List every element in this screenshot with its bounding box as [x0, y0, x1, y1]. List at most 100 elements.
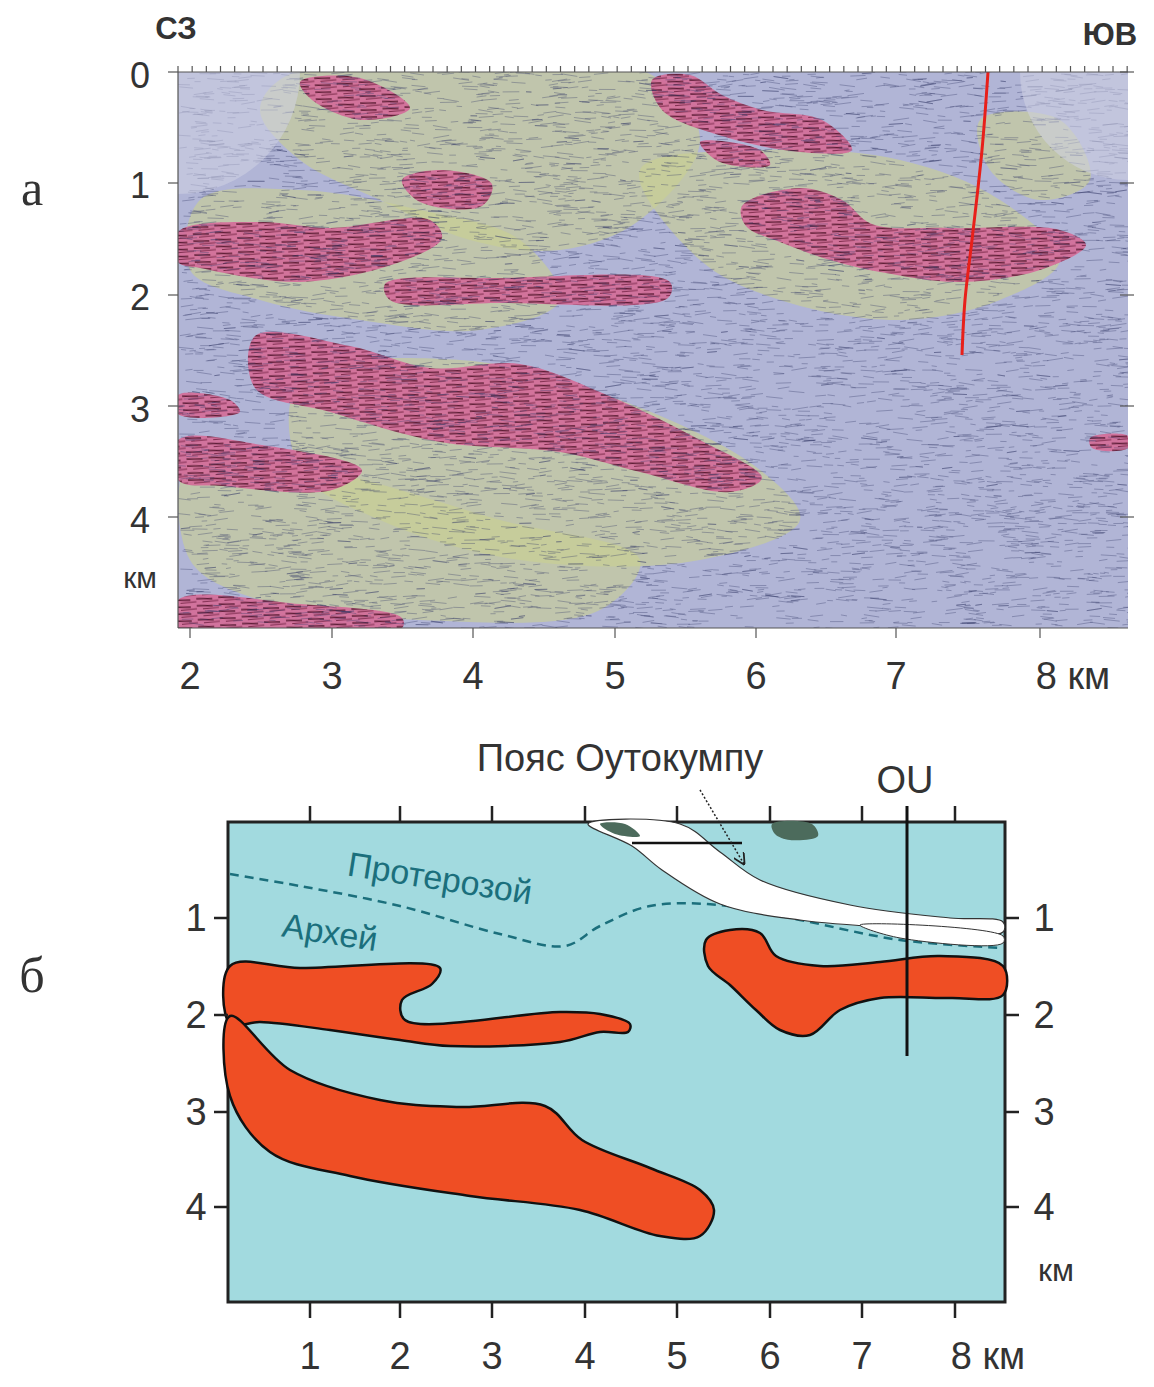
noise-trace [647, 186, 655, 187]
noise-trace [376, 518, 386, 519]
noise-trace [904, 611, 917, 612]
noise-trace [206, 360, 215, 361]
noise-trace [389, 558, 400, 559]
noise-trace [1093, 573, 1098, 574]
noise-trace [930, 235, 944, 236]
noise-trace [503, 321, 514, 322]
noise-trace [659, 232, 670, 233]
noise-trace [863, 255, 873, 256]
noise-trace [686, 139, 691, 140]
noise-trace [697, 200, 703, 201]
noise-trace [490, 361, 505, 362]
noise-trace [250, 301, 256, 302]
noise-trace [594, 220, 607, 221]
noise-trace [823, 300, 828, 301]
noise-trace [377, 134, 386, 135]
noise-trace [944, 548, 957, 549]
noise-trace [292, 535, 298, 536]
noise-trace [864, 490, 873, 491]
noise-trace [591, 584, 597, 585]
noise-trace [623, 268, 629, 269]
noise-trace [1084, 620, 1093, 621]
noise-trace [590, 388, 595, 389]
seismic-section [172, 53, 1143, 640]
noise-trace [1127, 591, 1142, 593]
noise-trace [214, 504, 220, 505]
noise-trace [559, 401, 566, 402]
noise-trace [435, 130, 452, 131]
noise-trace [514, 315, 530, 316]
noise-trace [986, 344, 1000, 345]
noise-trace [181, 349, 186, 350]
noise-trace [1101, 415, 1108, 416]
noise-trace [885, 348, 900, 349]
noise-trace [475, 208, 489, 209]
noise-trace [681, 263, 687, 264]
noise-trace [265, 545, 274, 546]
noise-trace [414, 494, 419, 495]
noise-trace [798, 589, 805, 590]
noise-trace [672, 185, 680, 186]
noise-trace [947, 315, 960, 316]
noise-trace [229, 256, 240, 257]
noise-trace [813, 442, 821, 443]
noise-trace [359, 421, 370, 422]
noise-trace [1101, 447, 1112, 448]
noise-trace [1075, 233, 1083, 234]
noise-trace [1022, 440, 1032, 441]
noise-trace [520, 603, 526, 604]
noise-trace [409, 290, 422, 291]
noise-trace [795, 560, 812, 561]
noise-trace [946, 207, 955, 208]
noise-trace [947, 338, 957, 339]
noise-trace [1087, 594, 1100, 595]
noise-trace [289, 366, 299, 367]
noise-trace [588, 268, 593, 269]
noise-trace [284, 333, 298, 334]
noise-trace [931, 88, 939, 89]
noise-trace [180, 223, 187, 224]
noise-trace [639, 301, 652, 302]
noise-trace [394, 95, 403, 96]
noise-trace [786, 425, 792, 426]
noise-trace [387, 120, 394, 121]
noise-trace [837, 465, 844, 466]
noise-trace [1067, 484, 1073, 485]
noise-trace [937, 590, 942, 591]
noise-trace [806, 419, 812, 420]
noise-trace [1058, 529, 1064, 530]
noise-trace [746, 86, 755, 87]
noise-trace [408, 232, 424, 233]
noise-trace [1004, 523, 1019, 524]
noise-trace [816, 291, 821, 292]
noise-trace [772, 219, 784, 220]
noise-trace [724, 172, 734, 173]
noise-trace [558, 199, 565, 200]
noise-trace [904, 540, 911, 541]
noise-trace [841, 385, 851, 386]
noise-trace [374, 399, 384, 400]
noise-trace [1089, 481, 1103, 482]
noise-trace [840, 511, 852, 512]
noise-trace [655, 608, 662, 609]
noise-trace [1087, 420, 1093, 421]
noise-trace [665, 301, 676, 302]
noise-trace [683, 122, 692, 123]
noise-trace [624, 287, 632, 288]
noise-trace [1077, 506, 1085, 507]
noise-trace [624, 443, 632, 444]
noise-trace [188, 436, 194, 437]
noise-trace [236, 490, 243, 491]
noise-trace [786, 80, 799, 81]
noise-trace [500, 124, 515, 125]
noise-trace [394, 121, 402, 122]
noise-trace [435, 415, 446, 416]
noise-trace [826, 454, 834, 455]
noise-trace [1048, 501, 1056, 502]
noise-trace [737, 241, 745, 242]
noise-trace [1062, 598, 1069, 599]
noise-trace [641, 249, 647, 250]
noise-trace [276, 197, 287, 198]
